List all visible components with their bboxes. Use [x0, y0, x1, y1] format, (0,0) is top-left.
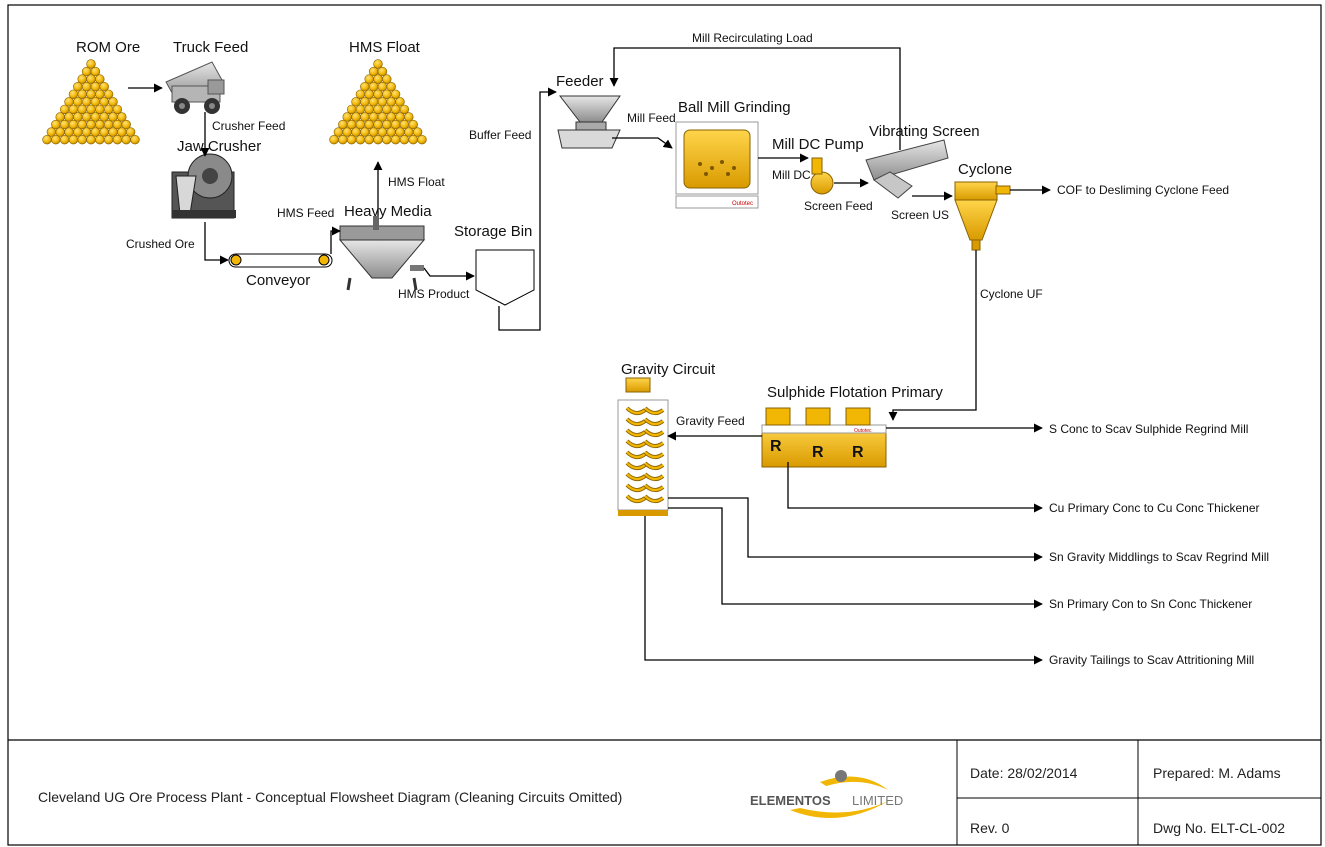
hms-feed-label: HMS Feed — [277, 206, 334, 220]
gravity-spiral-icon — [617, 377, 669, 516]
feeder-icon — [557, 95, 621, 149]
rom-ore-label: ROM Ore — [76, 39, 140, 56]
mill-feed-label: Mill Feed — [627, 111, 676, 125]
storage-bin-label: Storage Bin — [454, 223, 532, 240]
cyclone-uf-label: Cyclone UF — [980, 287, 1043, 301]
page-border — [7, 4, 1322, 846]
cu-conc-output-label: Cu Primary Conc to Cu Conc Thickener — [1049, 501, 1260, 515]
heavy-media-label: Heavy Media — [344, 203, 432, 220]
mill-dc-label: Mill DC — [772, 168, 811, 182]
gravity-tailings-output-label: Gravity Tailings to Scav Attritioning Mi… — [1049, 653, 1254, 667]
vibrating-screen-label: Vibrating Screen — [869, 123, 980, 140]
flotation-cell-letter: R — [852, 444, 864, 461]
crusher-feed-label: Crusher Feed — [212, 119, 285, 133]
hms-float-stream-label: HMS Float — [388, 175, 445, 189]
sulphide-flotation-label: Sulphide Flotation Primary — [767, 384, 943, 401]
equipment-labels: ROM Ore Truck Feed Jaw Crusher HMS Float… — [76, 39, 1012, 401]
screen-feed-label: Screen Feed — [804, 199, 873, 213]
cof-output-label: COF to Desliming Cyclone Feed — [1057, 183, 1229, 197]
buffer-feed-label: Buffer Feed — [469, 128, 531, 142]
ball-mill-label: Ball Mill Grinding — [678, 99, 791, 116]
title-block: Cleveland UG Ore Process Plant - Concept… — [8, 739, 1321, 845]
cyclone-icon — [954, 181, 1011, 251]
mill-dc-pump-label: Mill DC Pump — [772, 136, 864, 153]
prepared-field: Prepared: M. Adams — [1153, 765, 1281, 781]
hms-product-label: HMS Product — [398, 287, 470, 301]
rom-ore-pile — [42, 59, 140, 145]
jaw-crusher-icon — [171, 153, 236, 219]
drawing-number-field: Dwg No. ELT-CL-002 — [1153, 820, 1285, 836]
drawing-title: Cleveland UG Ore Process Plant - Concept… — [38, 789, 622, 805]
truck-feed-label: Truck Feed — [173, 39, 248, 56]
ball-mill-icon: Outotec — [675, 121, 759, 209]
hms-float-pile — [329, 59, 427, 145]
sn-primary-output-label: Sn Primary Con to Sn Conc Thickener — [1049, 597, 1252, 611]
gravity-feed-label: Gravity Feed — [676, 414, 745, 428]
date-field: Date: 28/02/2014 — [970, 765, 1078, 781]
flotation-cell-brand: Outotec — [854, 428, 872, 434]
logo-text-limited: LIMITED — [852, 793, 903, 808]
gravity-circuit-label: Gravity Circuit — [621, 361, 716, 378]
hms-float-pile-label: HMS Float — [349, 39, 421, 56]
revision-field: Rev. 0 — [970, 820, 1010, 836]
flotation-cell-letter: R — [812, 444, 824, 461]
cyclone-label: Cyclone — [958, 161, 1012, 178]
conveyor-label: Conveyor — [246, 272, 310, 289]
mill-recirculating-load-label: Mill Recirculating Load — [692, 31, 813, 45]
conveyor-icon — [228, 253, 333, 268]
crushed-ore-label: Crushed Ore — [126, 237, 195, 251]
screen-us-label: Screen US — [891, 208, 949, 222]
stream-labels: Crusher Feed Crushed Ore HMS Feed HMS Fl… — [126, 31, 1043, 428]
s-conc-output-label: S Conc to Scav Sulphide Regrind Mill — [1049, 422, 1248, 436]
haul-truck-icon — [165, 61, 225, 114]
vibrating-screen-icon — [865, 139, 949, 199]
ball-mill-brand: Outotec — [732, 201, 753, 207]
flotation-cells-icon: R R R Outotec — [761, 407, 887, 468]
heavy-media-separator-icon — [338, 216, 426, 291]
flotation-cell-letter: R — [770, 438, 782, 455]
sn-middlings-output-label: Sn Gravity Middlings to Scav Regrind Mil… — [1049, 550, 1269, 564]
elementos-logo: ELEMENTOS LIMITED — [750, 770, 903, 818]
flow-lines — [128, 47, 1051, 665]
jaw-crusher-label: Jaw Crusher — [177, 138, 261, 155]
mill-dc-pump-icon — [810, 157, 834, 195]
storage-bin-icon — [475, 249, 535, 306]
output-labels: COF to Desliming Cyclone Feed S Conc to … — [1049, 183, 1269, 667]
feeder-label: Feeder — [556, 73, 604, 90]
logo-text-elementos: ELEMENTOS — [750, 793, 831, 808]
